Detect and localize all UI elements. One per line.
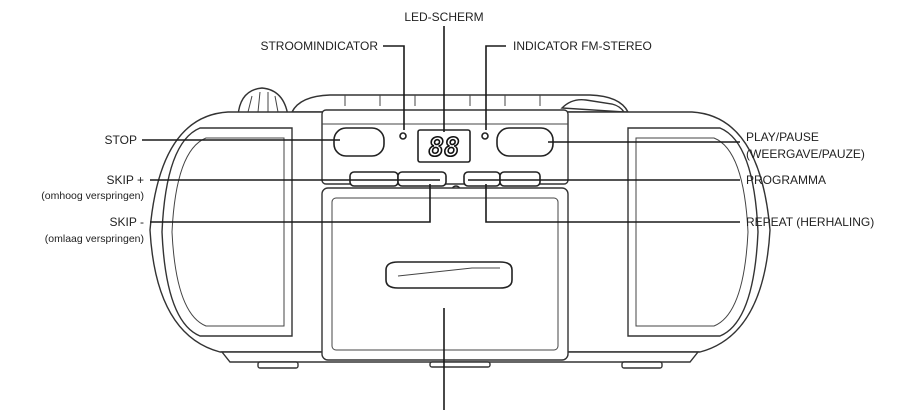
label-fm-stereo-indicator: INDICATOR FM-STEREO bbox=[513, 39, 652, 53]
repeat-button[interactable] bbox=[463, 171, 501, 187]
boombox-body: 88 bbox=[149, 87, 771, 369]
label-skip-plus-sub: (omhoog verspringen) bbox=[41, 190, 144, 202]
cd-lid bbox=[321, 187, 569, 361]
skip-plus-button[interactable] bbox=[349, 171, 399, 187]
label-program: PROGRAMMA bbox=[746, 173, 826, 187]
led-digits: 88 bbox=[428, 133, 459, 163]
power-indicator-light bbox=[399, 132, 407, 140]
label-power-indicator: STROOMINDICATOR bbox=[260, 39, 378, 53]
label-play-pause: PLAY/PAUSE bbox=[746, 130, 819, 144]
label-repeat: REPEAT (HERHALING) bbox=[746, 215, 874, 229]
stop-button[interactable] bbox=[333, 127, 385, 157]
led-screen: 88 bbox=[417, 129, 471, 164]
play-pause-button[interactable] bbox=[496, 127, 554, 157]
label-skip-minus-sub: (omlaag verspringen) bbox=[45, 233, 144, 245]
label-play-pause-sub: (WEERGAVE/PAUZE) bbox=[746, 147, 865, 161]
labels: LED-SCHERM STROOMINDICATOR INDICATOR FM-… bbox=[41, 10, 874, 245]
label-stop: STOP bbox=[105, 133, 137, 147]
fm-stereo-indicator-light bbox=[481, 132, 489, 140]
label-led-screen: LED-SCHERM bbox=[404, 10, 483, 24]
right-speaker bbox=[627, 127, 759, 337]
program-button[interactable] bbox=[499, 171, 541, 187]
tuning-knob bbox=[237, 87, 289, 117]
label-skip-plus: SKIP + bbox=[107, 173, 144, 187]
skip-minus-button[interactable] bbox=[397, 171, 447, 187]
leader-lines bbox=[142, 26, 740, 410]
label-skip-minus: SKIP - bbox=[110, 215, 144, 229]
left-speaker bbox=[161, 127, 293, 337]
